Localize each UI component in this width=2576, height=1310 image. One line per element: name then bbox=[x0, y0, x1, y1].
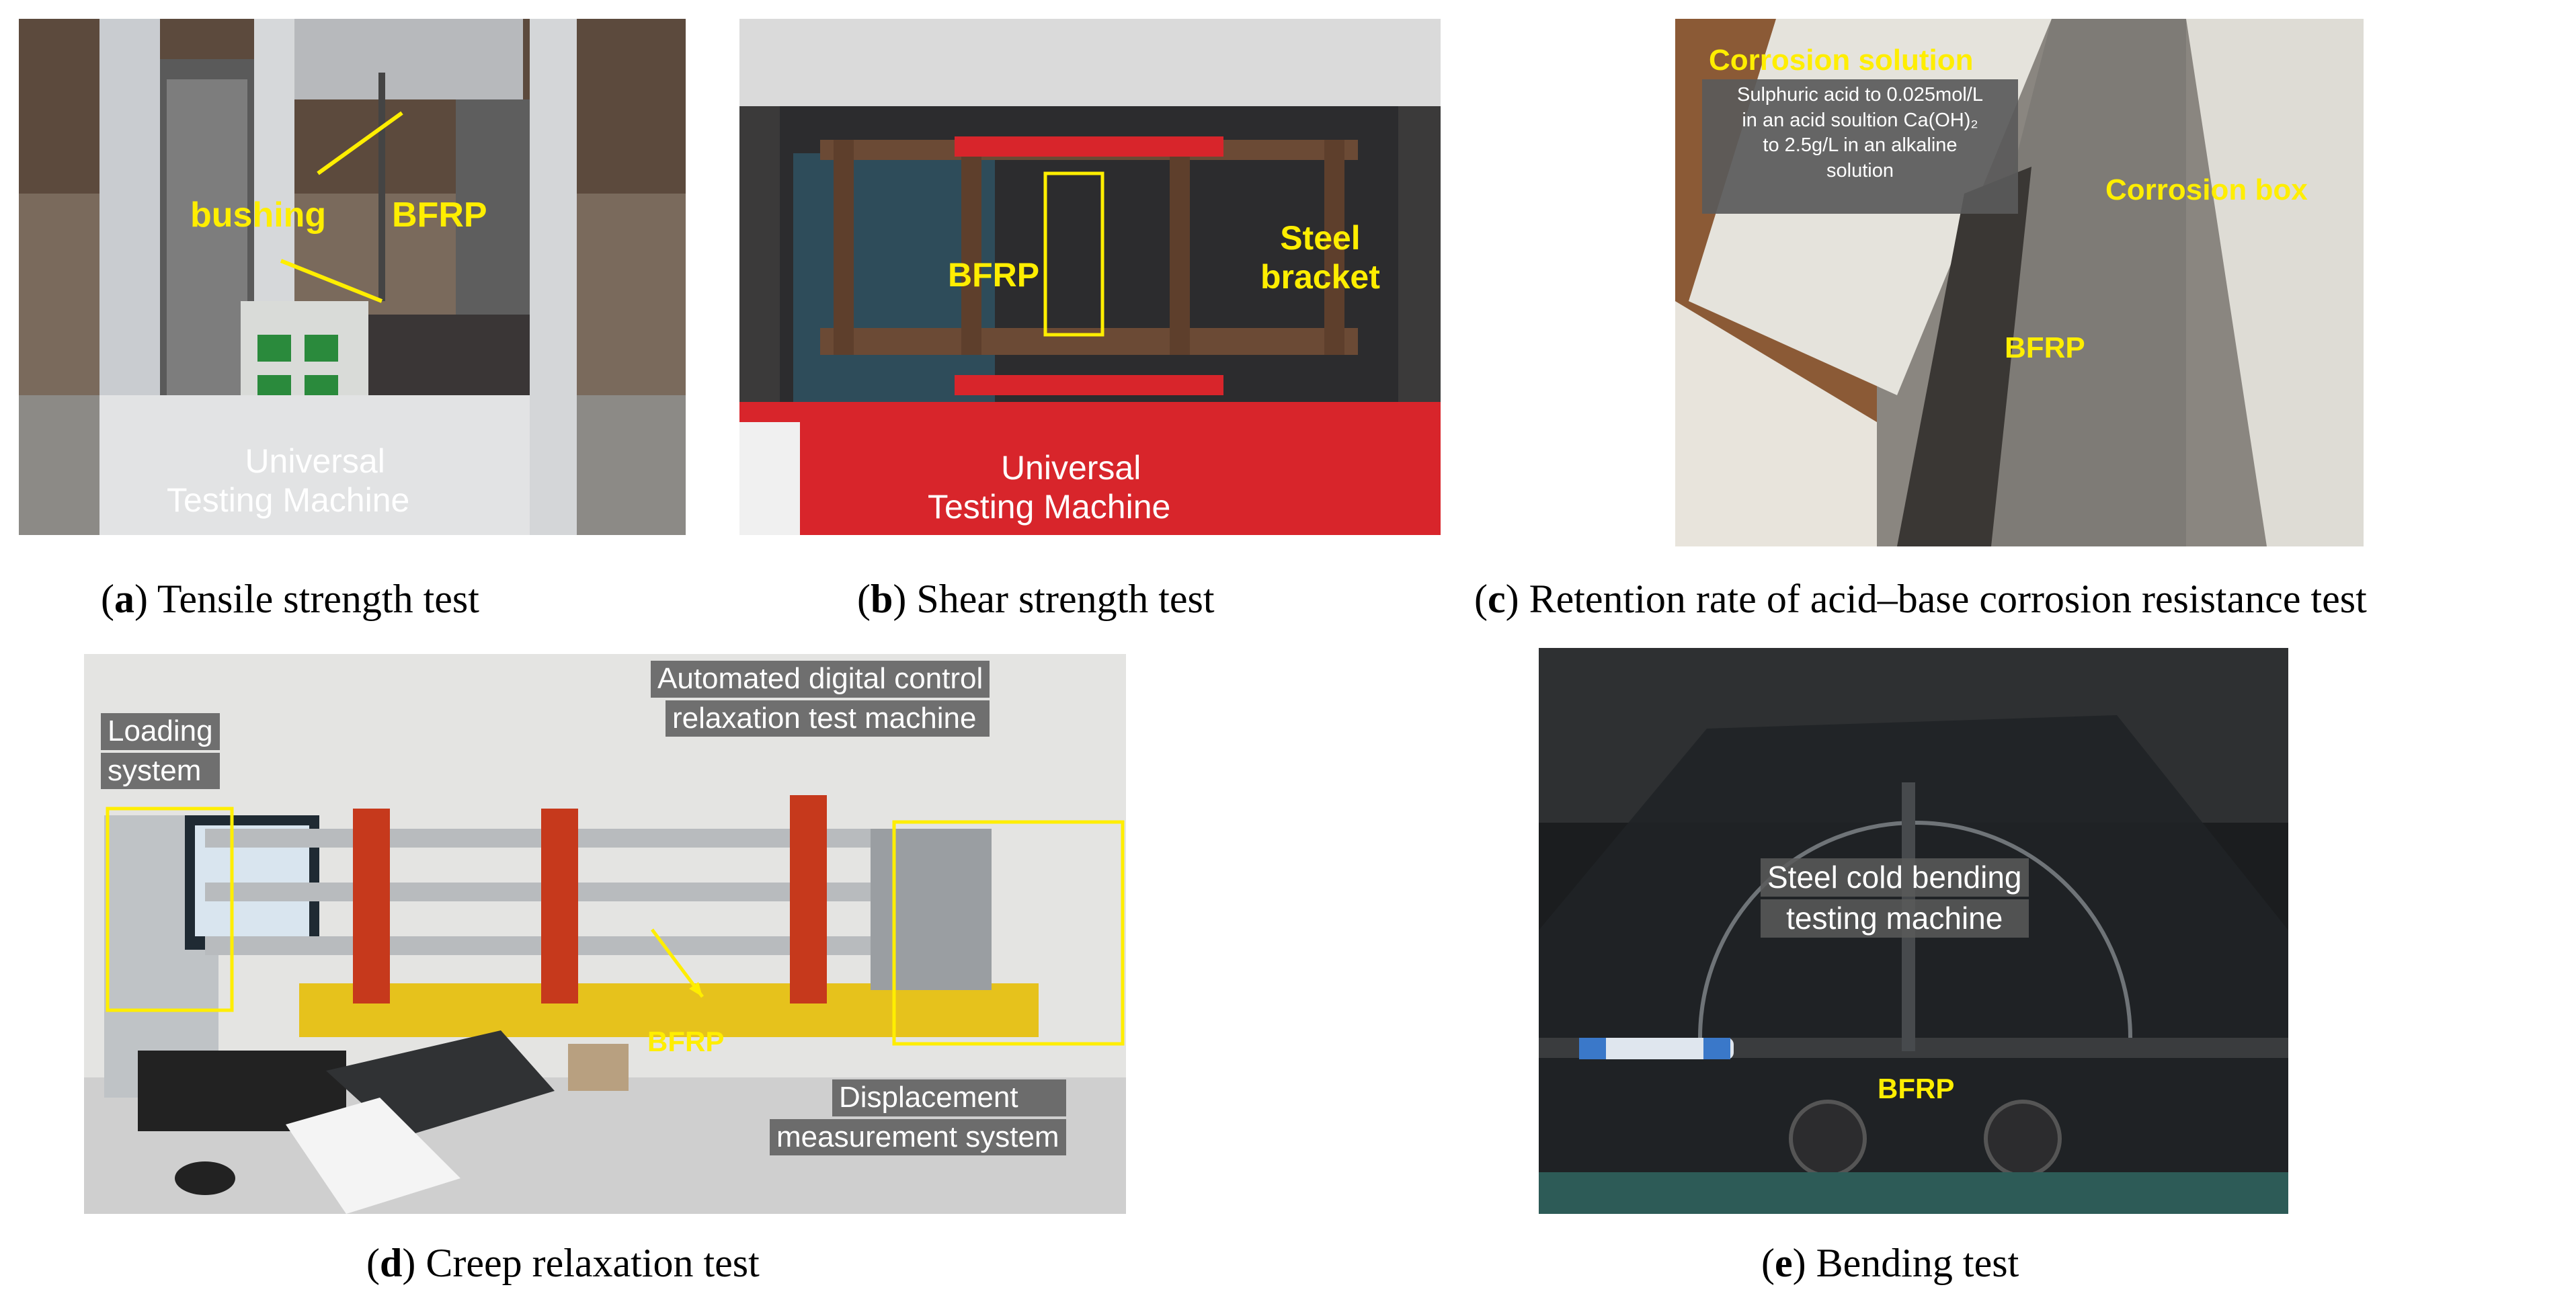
universal-testing-machine-label: Universal Testing Machine bbox=[167, 442, 410, 519]
bfrp-label: BFRP bbox=[2005, 331, 2085, 364]
bfrp-label: BFRP bbox=[392, 196, 487, 235]
corrosion-solution-title: Corrosion solution bbox=[1709, 44, 1974, 77]
bfrp-label: BFRP bbox=[647, 1026, 725, 1057]
displacement-measurement-system-label: Displacement measurement system bbox=[770, 1079, 1066, 1156]
steel-bracket-label: Steel bracket bbox=[1260, 219, 1380, 296]
caption-a: (a) Tensile strength test bbox=[101, 577, 479, 621]
corrosion-solution-description: Sulphuric acid to 0.025mol/L in an acid … bbox=[1737, 84, 1983, 182]
bfrp-label: BFRP bbox=[1878, 1073, 1955, 1104]
caption-c: (c) Retention rate of acid–base corrosio… bbox=[1474, 577, 2367, 621]
corrosion-test-photo bbox=[1675, 19, 2364, 546]
caption-d: (d) Creep relaxation test bbox=[366, 1241, 760, 1285]
photo-shear-strength-test: BFRP Steel bracket Universal Testing Mac… bbox=[739, 19, 1441, 535]
bushing-label: bushing bbox=[190, 196, 327, 235]
bfrp-label: BFRP bbox=[948, 256, 1040, 294]
caption-b: (b) Shear strength test bbox=[857, 577, 1215, 621]
universal-testing-machine-label: Universal Testing Machine bbox=[928, 449, 1171, 526]
relaxation-test-machine-label: Automated digital control relaxation tes… bbox=[651, 661, 990, 737]
loading-system-label: Loading system bbox=[101, 713, 220, 790]
photo-creep-relaxation-test: Automated digital control relaxation tes… bbox=[84, 654, 1126, 1214]
photo-bending-test: Steel cold bending testing machine BFRP bbox=[1539, 648, 2288, 1214]
tensile-test-photo bbox=[19, 19, 686, 535]
cold-bending-machine-label: Steel cold bending testing machine bbox=[1761, 858, 2029, 938]
photo-tensile-strength-test: bushing BFRP Universal Testing Machine bbox=[19, 19, 686, 535]
shear-test-photo bbox=[739, 19, 1441, 535]
caption-e: (e) Bending test bbox=[1761, 1241, 2019, 1285]
corrosion-box-label: Corrosion box bbox=[2105, 173, 2308, 206]
photo-corrosion-test: Corrosion solution Sulphuric acid to 0.0… bbox=[1675, 19, 2364, 546]
